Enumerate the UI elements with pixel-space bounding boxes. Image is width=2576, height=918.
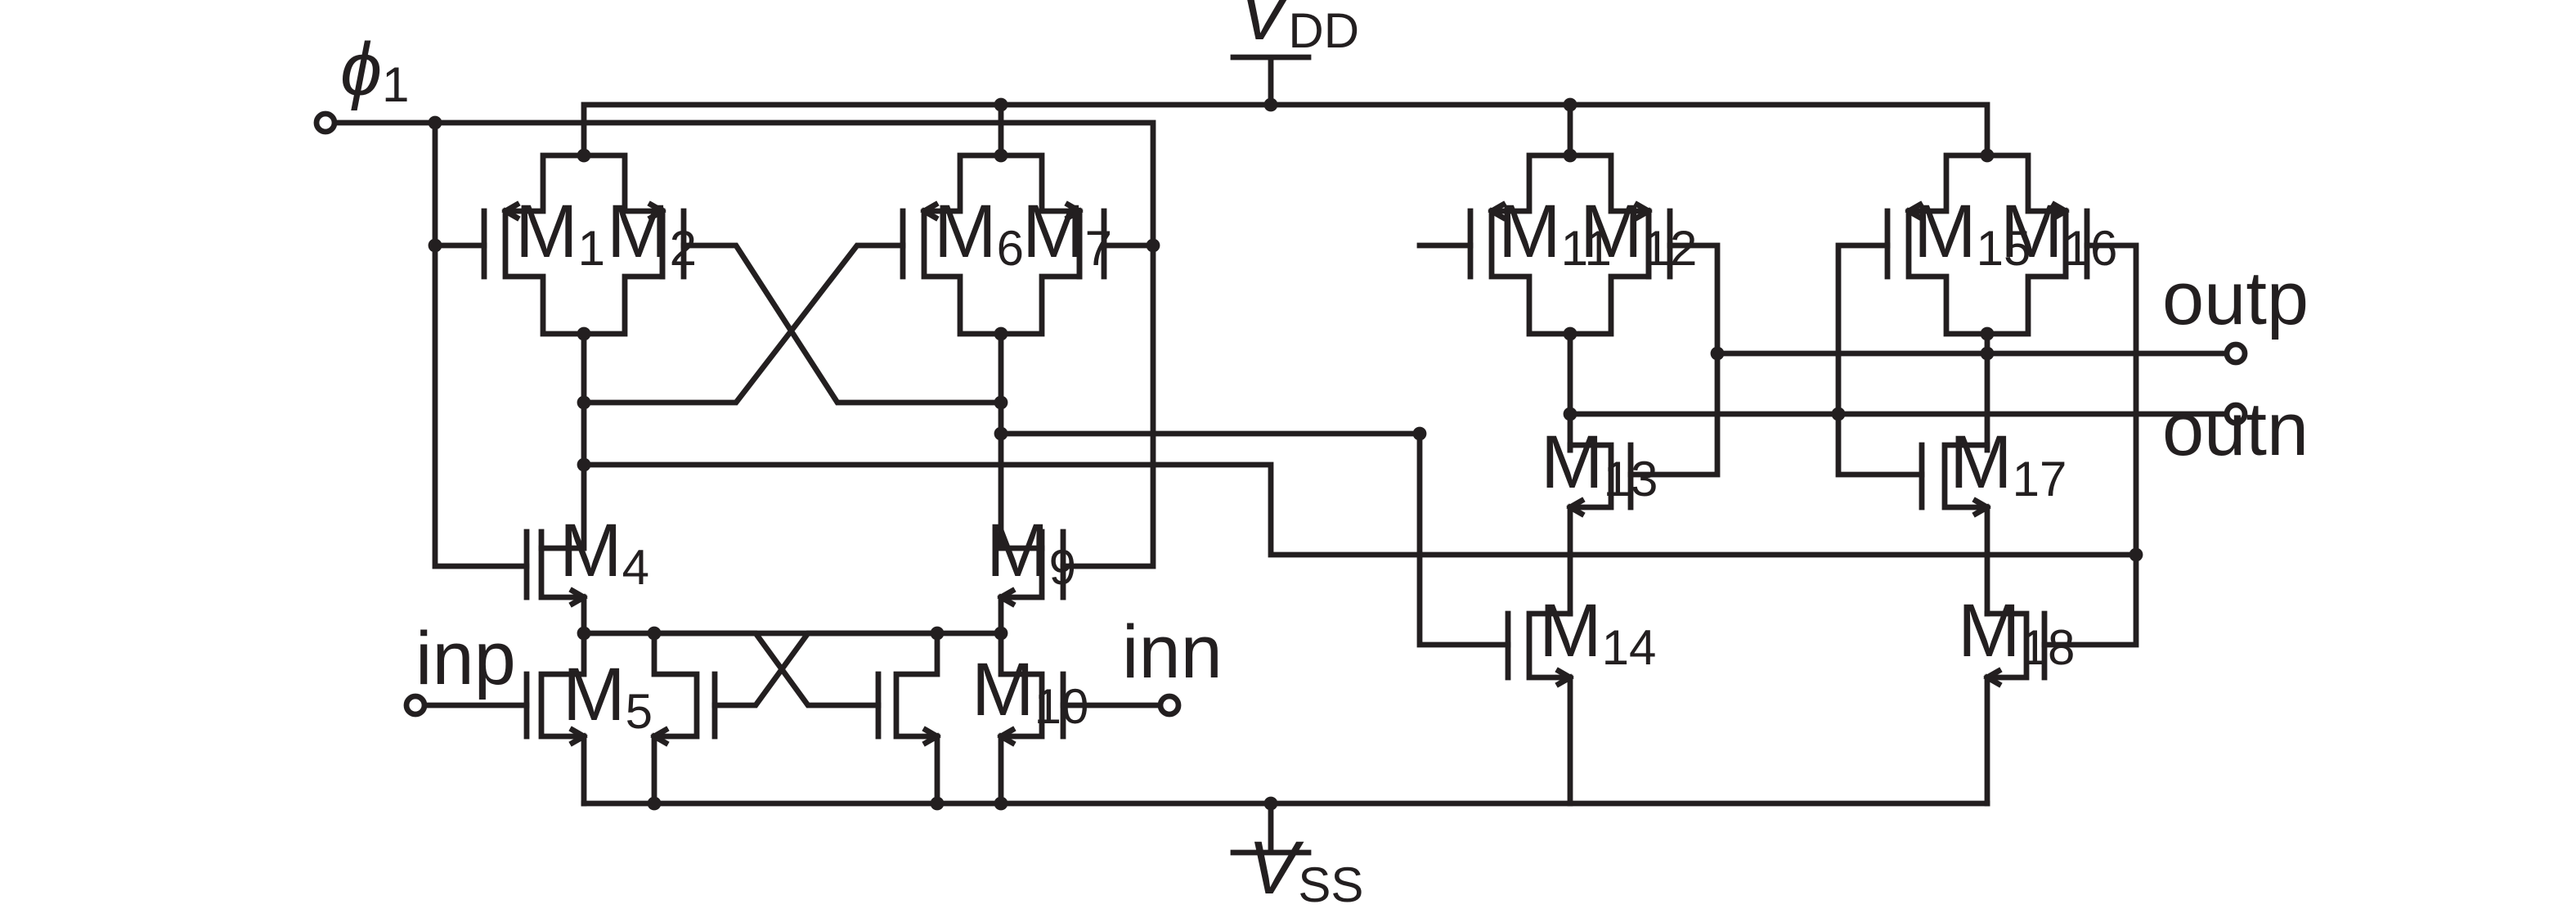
outn-terminal [2224,402,2248,426]
clock-net [332,119,1156,569]
inp-terminal [403,693,428,718]
clock-label: ϕ1 [340,28,410,112]
m18-label: M18 [1958,589,2075,675]
input-cross-wires [651,630,940,709]
outp-label: outp [2162,257,2309,340]
m14-label: M14 [1539,589,1656,675]
labels: VDD VSS ϕ1 inp inn outp outn M1 M2 M6 M7… [340,0,2309,912]
transistor-m14 [998,242,1574,807]
m1-label: M1 [515,190,605,276]
junction-dots [428,97,2143,811]
m15-label: M15 [1914,190,2031,276]
m6-label: M6 [934,190,1024,276]
vss-label: VSS [1248,826,1363,912]
m17-label: M17 [1950,421,2067,506]
output-wires [1567,242,2229,648]
m12-label: M12 [1580,190,1697,276]
m11-label: M11 [1498,190,1612,276]
m16-label: M16 [2000,190,2117,276]
m4-label: M4 [559,509,649,595]
vdd-label: VDD [1238,0,1359,58]
m13-label: M13 [1541,421,1658,506]
outp-terminal [2224,341,2248,366]
m5-label: M5 [563,653,653,739]
inp-label: inp [415,617,516,700]
transistor-m13 [1566,442,1634,617]
inn-terminal [1157,693,1182,718]
cross-coupled-wires [581,242,1004,406]
m7-label: M7 [1022,190,1112,276]
transistor-m17 [1919,442,1991,617]
clock-terminal [313,110,338,135]
transistor-m4 [523,529,588,637]
transistor-m18 [581,461,2139,807]
outn-label: outn [2162,388,2309,471]
transistor-m9 [997,529,1066,637]
m9-label: M9 [986,509,1076,595]
vss-rail [581,800,1990,856]
inn-label: inn [1122,610,1223,694]
m2-label: M2 [607,190,697,276]
terminals [313,110,2248,718]
vdd-rail [581,54,1990,159]
m10-label: M10 [972,648,1088,734]
